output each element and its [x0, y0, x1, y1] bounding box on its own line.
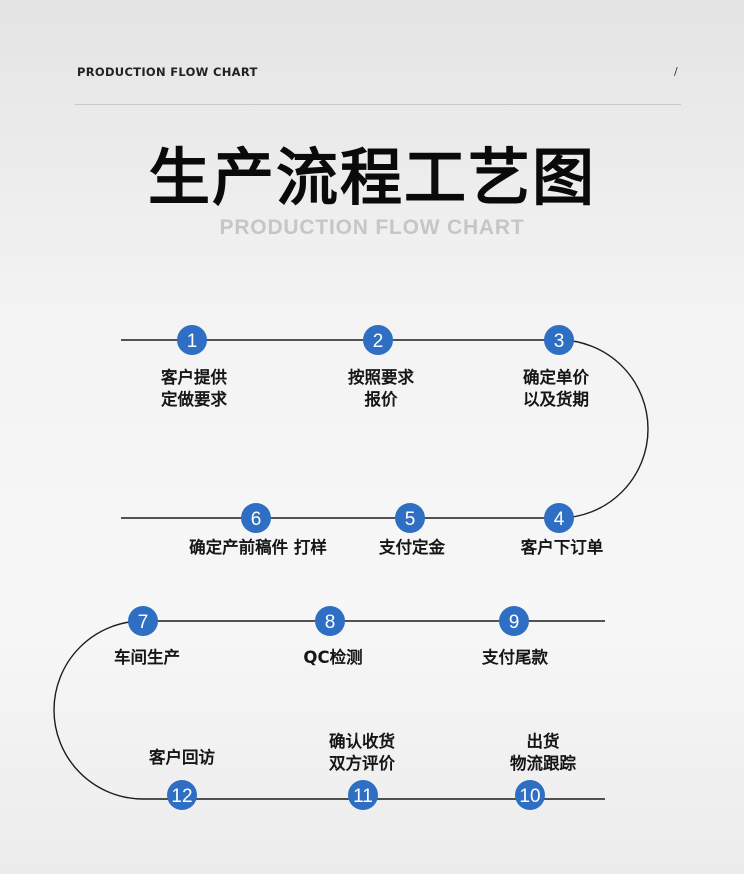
step-label-line: 按照要求	[348, 368, 414, 387]
connector-row-1-2	[121, 339, 649, 519]
step-label-line: 客户提供	[161, 368, 227, 387]
step-node-4: 4	[544, 503, 574, 533]
step-label-6: 确定产前稿件 打样	[189, 537, 327, 559]
step-label-1: 客户提供定做要求	[161, 367, 227, 411]
step-label-12: 客户回访	[149, 747, 215, 769]
step-label-2: 按照要求报价	[348, 367, 414, 411]
step-circle	[515, 780, 545, 810]
step-number: 6	[251, 509, 262, 530]
step-number: 7	[138, 612, 149, 633]
step-label-line: 支付尾款	[482, 648, 548, 667]
step-node-11: 11	[348, 780, 378, 810]
step-label-line: 车间生产	[114, 648, 180, 667]
step-label-line: 确定产前稿件 打样	[189, 538, 327, 557]
step-node-9: 9	[499, 606, 529, 636]
step-label-9: 支付尾款	[482, 647, 548, 669]
step-circle	[348, 780, 378, 810]
step-node-8: 8	[315, 606, 345, 636]
step-circle	[315, 606, 345, 636]
step-label-line: QC检测	[303, 648, 363, 667]
step-label-5: 支付定金	[379, 537, 445, 559]
step-circle	[363, 325, 393, 355]
step-label-10: 出货物流跟踪	[510, 731, 576, 775]
step-number: 4	[554, 509, 565, 530]
step-node-1: 1	[177, 325, 207, 355]
step-circle	[395, 503, 425, 533]
step-number: 8	[325, 612, 336, 633]
step-number: 9	[509, 612, 520, 633]
step-circle	[167, 780, 197, 810]
step-number: 5	[405, 509, 416, 530]
flow-connectors	[53, 339, 649, 800]
step-label-8: QC检测	[303, 647, 362, 669]
step-label-line: 双方评价	[329, 754, 395, 773]
step-label-line: 报价	[364, 390, 398, 409]
connector-row-3-4	[53, 620, 605, 800]
step-circle	[499, 606, 529, 636]
step-circle	[177, 325, 207, 355]
step-label-3: 确定单价以及货期	[523, 367, 589, 411]
header-label: PRODUCTION FLOW CHART	[77, 65, 258, 79]
step-label-line: 出货	[526, 732, 560, 751]
step-circle	[544, 503, 574, 533]
header-slash: /	[674, 65, 678, 78]
step-label-line: 以及货期	[523, 390, 589, 409]
step-label-line: 确认收货	[329, 732, 395, 751]
step-number: 10	[519, 786, 540, 807]
step-label-4: 客户下订单	[521, 537, 604, 559]
step-label-line: 物流跟踪	[510, 754, 576, 773]
step-circle	[128, 606, 158, 636]
header-divider	[75, 104, 681, 105]
step-label-line: 客户下订单	[520, 538, 604, 557]
step-label-line: 客户回访	[149, 748, 215, 767]
step-node-10: 10	[515, 780, 545, 810]
step-circle	[241, 503, 271, 533]
step-label-line: 支付定金	[379, 538, 445, 557]
step-label-line: 确定单价	[523, 368, 589, 387]
step-circle	[544, 325, 574, 355]
step-node-2: 2	[363, 325, 393, 355]
step-label-7: 车间生产	[114, 647, 180, 669]
step-label-line: 定做要求	[161, 390, 227, 409]
step-label-11: 确认收货双方评价	[329, 731, 395, 775]
step-node-3: 3	[544, 325, 574, 355]
page-subtitle: PRODUCTION FLOW CHART	[219, 216, 525, 239]
step-node-12: 12	[167, 780, 197, 810]
step-number: 11	[353, 786, 373, 807]
step-node-5: 5	[395, 503, 425, 533]
step-number: 12	[171, 786, 192, 807]
step-node-6: 6	[241, 503, 271, 533]
step-number: 2	[373, 331, 384, 352]
page-title: 生产流程工艺图	[147, 141, 596, 214]
step-number: 1	[187, 331, 198, 352]
step-node-7: 7	[128, 606, 158, 636]
step-number: 3	[554, 331, 565, 352]
